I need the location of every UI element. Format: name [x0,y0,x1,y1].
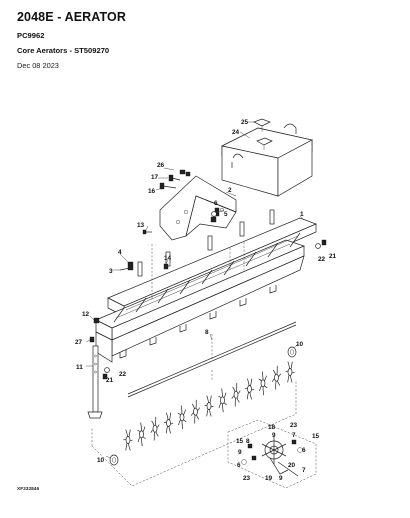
callout-7-inset-top: 7 [292,432,296,439]
callout-9-bottom: 9 [279,475,283,482]
tine-hub [193,407,198,416]
callout-26: 26 [157,162,165,169]
detail-inset [227,419,317,489]
tine-hub [247,385,252,393]
assembly-boundary [91,242,297,487]
tine-wheel [123,429,133,451]
tine-hub [233,390,239,399]
tine-wheel [231,382,241,407]
callout-24: 24 [232,129,240,136]
callout-27: 27 [75,339,83,346]
callout-10-bottom: 10 [97,457,105,464]
box-lid-25 [253,118,271,132]
callout-9-left: 9 [238,449,242,456]
parking-stand [87,345,103,419]
tine-wheel [137,422,146,447]
callout-4: 4 [118,249,122,256]
tine-reel [123,361,295,451]
callout-6-left: 6 [237,462,241,469]
callout-20: 20 [288,462,296,469]
callout-15-right: 15 [312,433,320,440]
callout-1: 1 [300,211,304,218]
tine-wheel [244,378,255,400]
tine-hub [206,402,212,410]
callout-21-right: 21 [329,253,337,260]
top-bolts [159,169,191,190]
callout-13: 13 [137,222,145,229]
callout-8: 8 [205,329,209,336]
callout-3: 3 [109,268,113,275]
tine-hub [220,396,225,405]
tine-wheel [218,388,227,413]
callout-10-right: 10 [296,341,304,348]
tine-hub [166,419,171,427]
tine-wheel [271,365,282,390]
page-title: 2048E - AERATOR [17,10,126,24]
callout-22-right: 22 [318,256,326,263]
main-frame [95,209,317,363]
tine-hub [152,424,158,433]
tine-wheel [258,371,268,396]
tine-hub [260,379,266,388]
callout-9-inset: 9 [272,432,276,439]
callout-14: 14 [164,255,172,262]
weight-box [220,123,314,197]
tine-wheel [190,399,201,424]
tine-wheel [285,361,295,383]
callout-23-inset-bottom: 23 [243,475,251,482]
leader-lines [85,121,305,459]
tine-hub [274,373,279,382]
callout-18: 18 [268,424,276,431]
callout-11: 11 [76,364,83,371]
model-number: PC9962 [17,31,45,40]
callout-21-bottom: 21 [106,377,114,384]
callout-25: 25 [241,119,249,126]
tine-wheel [150,416,160,441]
tine-wheel [163,412,174,434]
callout-12: 12 [82,311,90,318]
callout-23-inset-top: 23 [290,422,298,429]
tine-hub [139,430,144,439]
callout-6: 6 [214,200,218,207]
tine-hub [179,413,185,422]
callout-6-inset: 6 [302,447,306,454]
callout-7-inset: 7 [302,467,306,474]
tine-hub [125,436,131,444]
callout-8-inset: 8 [246,438,250,445]
callout-labels: 25 24 26 17 16 2 6 5 1 13 4 14 3 22 21 1… [75,119,337,482]
publication-date: Dec 08 2023 [17,61,59,70]
hitch-bracket [159,175,237,241]
callout-17: 17 [151,174,159,181]
hardware [89,211,327,466]
callout-15-left: 15 [236,438,244,445]
callout-22-bottom: 22 [119,371,127,378]
callout-16: 16 [148,188,156,195]
callout-19: 19 [265,475,273,482]
tine-hub [287,368,293,376]
tine-wheel [177,405,187,430]
callout-2: 2 [228,187,232,194]
page-header: 2048E - AERATOR PC9962 Core Aerators - S… [17,10,397,70]
figure-reference: XF332846 [17,486,39,492]
tine-wheel [204,395,214,417]
section-title: Core Aerators - ST509270 [17,46,110,55]
callout-5: 5 [224,211,228,218]
